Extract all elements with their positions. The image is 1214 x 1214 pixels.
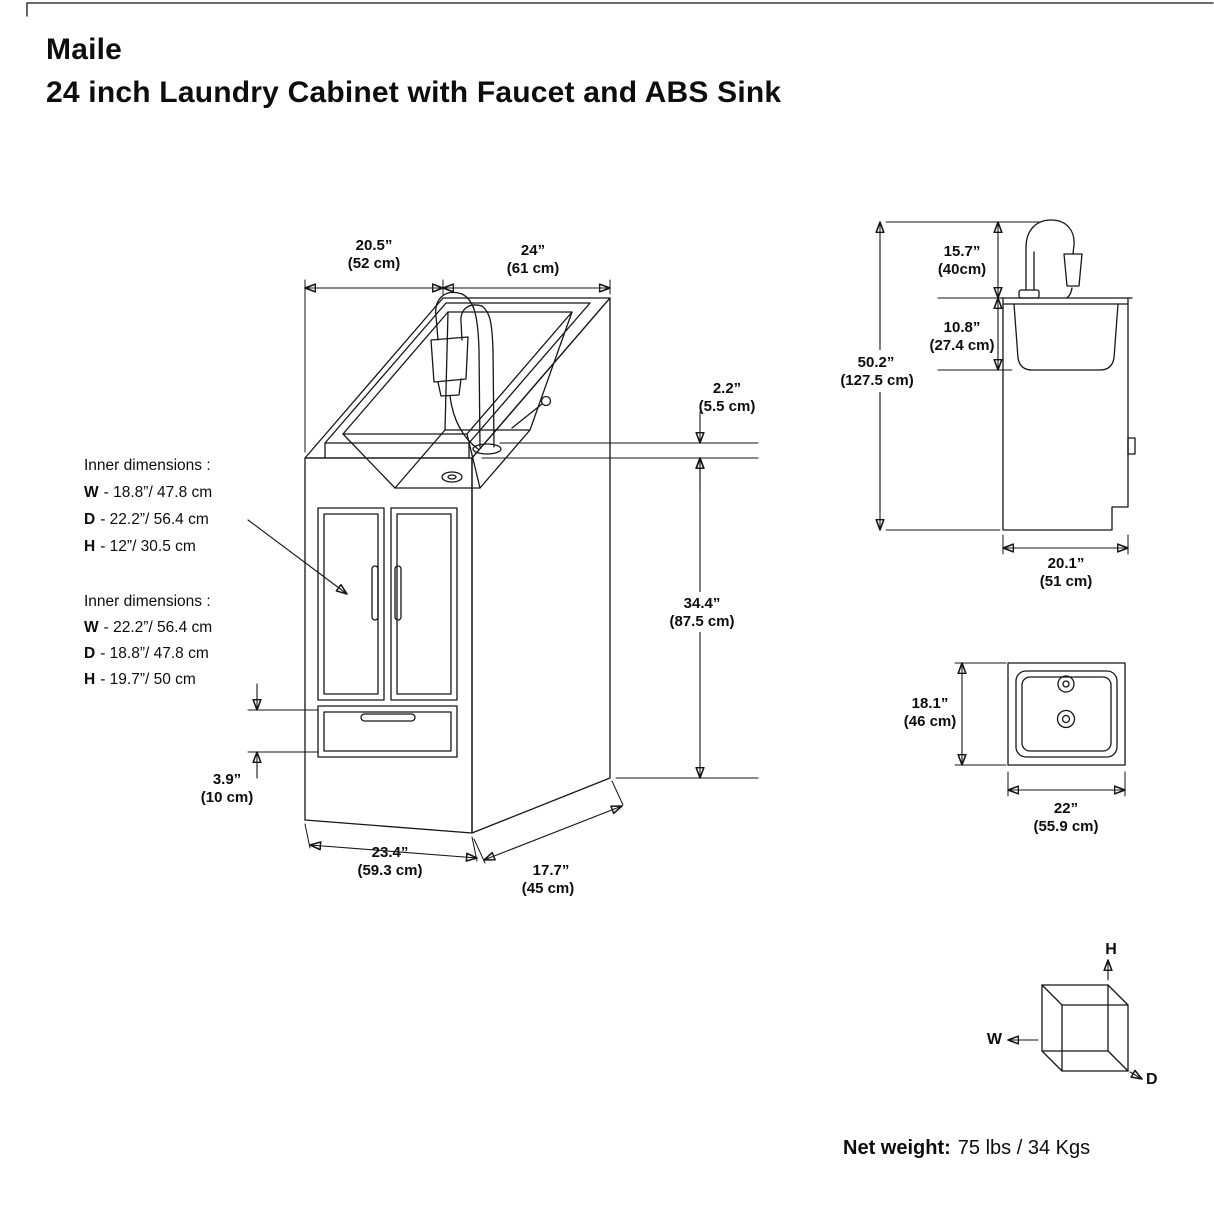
dim-cabinet-height-in: 34.4”: [684, 595, 721, 612]
axis-label-w: W: [987, 1031, 1003, 1048]
dim-bottom-width-cm: (59.3 cm): [357, 862, 422, 879]
dim-basin-depth-in: 10.8”: [944, 319, 981, 336]
front-view-dimension-lines: [247, 279, 759, 864]
dim-top-width-in: 24”: [521, 242, 545, 259]
orientation-cube: [1008, 960, 1142, 1079]
top-view-dimension-lines: [954, 663, 1125, 797]
axis-label-d: D: [1146, 1071, 1158, 1088]
dim-overall-height-cm: (127.5 cm): [840, 372, 913, 389]
dim-topview-width-in: 22”: [1054, 800, 1078, 817]
dim-top-width-cm: (61 cm): [507, 260, 560, 277]
product-description: 24 inch Laundry Cabinet with Faucet and …: [46, 76, 782, 109]
faucet: [430, 291, 552, 455]
dim-backsplash-in: 2.2”: [713, 380, 741, 397]
sink-inner-height: H- 12”/ 30.5 cm: [84, 538, 196, 555]
dim-bottom-width-in: 23.4”: [372, 844, 409, 861]
cabinet-doors: [317, 507, 458, 701]
dim-basin-depth-cm: (27.4 cm): [929, 337, 994, 354]
sink-basin: [324, 302, 591, 489]
cabinet-inner-heading: Inner dimensions :: [84, 593, 211, 610]
cabinet-inner-width: W- 22.2”/ 56.4 cm: [84, 619, 213, 636]
side-door-handle: [1127, 437, 1136, 455]
door-handle-left: [371, 565, 379, 621]
door-handle-right: [394, 565, 402, 621]
sink-inner-dimensions: Inner dimensions : W- 18.8”/ 47.8 cm D- …: [84, 452, 212, 560]
cabinet-drawer: [317, 705, 458, 758]
dim-side-depth-in: 20.1”: [1048, 555, 1085, 572]
cabinet-body: [304, 297, 611, 834]
page-title: Maile 24 inch Laundry Cabinet with Fauce…: [46, 28, 781, 114]
sink-inner-heading: Inner dimensions :: [84, 457, 211, 474]
dim-topview-depth-in: 18.1”: [912, 695, 949, 712]
cabinet-inner-depth: D- 18.8”/ 47.8 cm: [84, 645, 209, 662]
faucet-hole-icon: [1057, 675, 1075, 693]
side-view-dimension-lines: [833, 222, 1128, 555]
dim-overall-height-in: 50.2”: [858, 354, 895, 371]
dim-bottom-depth-cm: (45 cm): [522, 880, 575, 897]
dim-top-depth-in: 20.5”: [356, 237, 393, 254]
leader-arrow: [247, 519, 347, 594]
cabinet-isometric-view: [304, 291, 611, 834]
depth-axis-arrow: [1129, 1072, 1142, 1079]
dim-top-depth-cm: (52 cm): [348, 255, 401, 272]
dim-topview-depth-cm: (46 cm): [904, 713, 957, 730]
sink-top-view: [1007, 662, 1126, 766]
product-name: Maile: [46, 33, 123, 66]
drawer-handle: [360, 713, 416, 722]
drain-icon: [441, 471, 463, 483]
drain-top-icon: [1056, 709, 1076, 729]
net-weight: Net weight: 75 lbs / 34 Kgs: [843, 1137, 1090, 1160]
frame-border: [26, 2, 1214, 17]
dimension-labels: 20.5” (52 cm) 24” (61 cm) 2.2” (5.5 cm) …: [201, 237, 1158, 1088]
sink-inner-depth: D- 22.2”/ 56.4 cm: [84, 511, 209, 528]
dim-drawer-in: 3.9”: [213, 771, 241, 788]
dim-backsplash-cm: (5.5 cm): [699, 398, 756, 415]
cabinet-side-view: [999, 219, 1136, 531]
sink-inner-width: W- 18.8”/ 47.8 cm: [84, 484, 213, 501]
sprayer-head: [430, 336, 469, 383]
cabinet-inner-height: H- 19.7”/ 50 cm: [84, 671, 196, 688]
side-body: [1002, 297, 1129, 531]
net-weight-label: Net weight:: [843, 1137, 951, 1159]
dim-bottom-depth-in: 17.7”: [533, 862, 570, 879]
dim-drawer-cm: (10 cm): [201, 789, 254, 806]
side-faucet: [1018, 219, 1083, 299]
dim-faucet-height-cm: (40cm): [938, 261, 986, 278]
axis-label-h: H: [1105, 941, 1117, 958]
net-weight-value: 75 lbs / 34 Kgs: [957, 1137, 1091, 1159]
dim-faucet-height-in: 15.7”: [944, 243, 981, 260]
dim-cabinet-height-cm: (87.5 cm): [669, 613, 734, 630]
cabinet-inner-dimensions: Inner dimensions : W- 22.2”/ 56.4 cm D- …: [84, 589, 212, 693]
sink-profile: [1013, 303, 1119, 371]
dim-side-depth-cm: (51 cm): [1040, 573, 1093, 590]
dim-topview-width-cm: (55.9 cm): [1033, 818, 1098, 835]
faucet-lever: [511, 403, 543, 429]
